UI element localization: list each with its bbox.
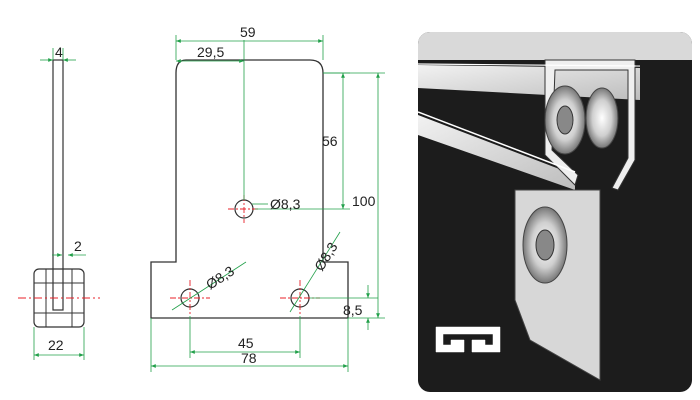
dim-width-half: 29,5 — [197, 44, 224, 60]
dim-hole-dia-center: Ø8,3 — [270, 196, 301, 212]
side-view: 4 2 22 — [18, 44, 100, 360]
front-view: 59 29,5 56 100 Ø8,3 Ø8,3 — [150, 24, 385, 372]
bracket-outline — [150, 59, 349, 319]
dim-hole-dia-right: Ø8,3 — [311, 239, 341, 273]
product-illustration — [418, 32, 692, 392]
dim-base-width: 78 — [241, 350, 257, 366]
dim-width-total: 59 — [240, 24, 256, 40]
dim-hole-offset-bottom: 8,5 — [343, 302, 363, 318]
dim-roller-gap: 2 — [74, 238, 82, 254]
dim-hole-spacing: 45 — [238, 335, 254, 351]
dim-hole-dia-left: Ø8,3 — [203, 262, 237, 292]
dim-plate-thickness: 4 — [55, 44, 63, 60]
dim-hole-height: 56 — [322, 133, 338, 149]
side-plate — [52, 59, 64, 311]
c-channel-profile-icon — [435, 326, 501, 353]
dim-roller-width: 22 — [48, 337, 64, 353]
dim-height-total: 100 — [352, 193, 376, 209]
